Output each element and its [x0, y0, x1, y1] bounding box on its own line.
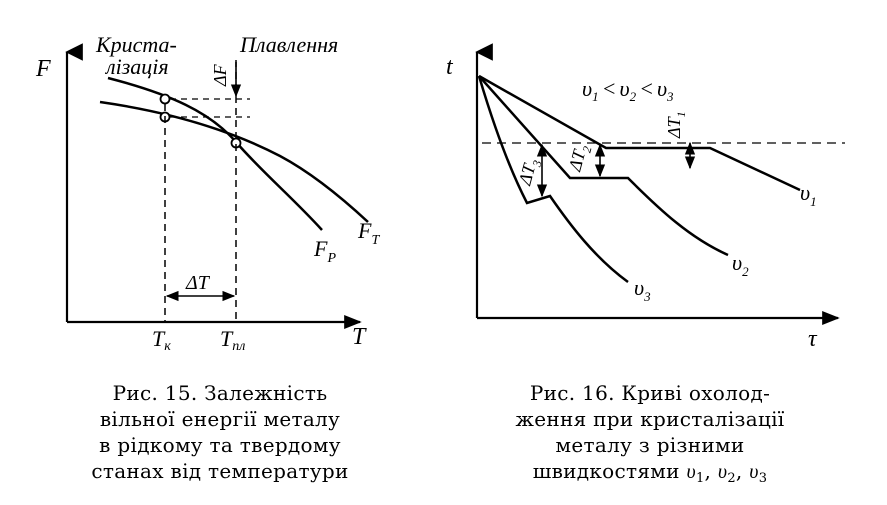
fig15-axis-x-label: T	[352, 324, 367, 350]
fig15-point-upper	[159, 93, 171, 105]
fig16-curve-v3-label: υ3	[634, 275, 651, 304]
fig16-axis-x-label: τ	[808, 326, 818, 352]
fig15-curve-liquid	[107, 76, 323, 231]
fig16-caption: Рис. 16. Криві охолод- ження при кристал…	[460, 380, 840, 492]
fig15-caption-line: в рідкому та твердому	[99, 433, 341, 457]
fig15-label-crystallization-1: Криста-	[95, 32, 177, 57]
fig16-caption-line: металу з різними	[555, 433, 745, 457]
fig15-curve-liquid-label: FP	[313, 236, 336, 266]
fig15-caption-line: Рис. 15. Залежність	[112, 381, 328, 405]
fig15-axis-y-label: F	[35, 56, 51, 82]
fig16-relation: υ1<υ2<υ3	[582, 76, 674, 104]
fig16-dt2-label: ΔT2	[564, 142, 594, 175]
fig16-curve-v2-label: υ2	[732, 250, 749, 279]
fig15-delta-f-label: ΔF	[210, 63, 230, 87]
fig16-curve-v1-label: υ1	[800, 180, 817, 209]
fig16-dt1-label: ΔT1	[664, 111, 688, 139]
fig16-curve-v1	[478, 74, 801, 192]
fig16-caption-line: ження при кристалізації	[515, 407, 785, 431]
fig15-tick-tpl: Tпл	[220, 326, 245, 354]
fig16-dt3-label: ΔT3	[514, 156, 544, 189]
fig15-curve-solid	[99, 100, 369, 223]
fig15-label-melting: Плавлення	[239, 32, 338, 57]
figure-15: F T ΔF ΔT Криста- лізація Плавлення Tк T…	[35, 32, 380, 354]
fig15-curve-solid-label: FT	[357, 218, 380, 248]
fig15-caption-line: вільної енергії металу	[99, 407, 341, 431]
fig16-axis-y-label: t	[446, 54, 454, 80]
figure-16: t τ υ1<υ2<υ3 ΔT1 ΔT2 ΔT3 υ1 υ2 υ3	[446, 43, 845, 352]
fig16-caption-line: Рис. 16. Криві охолод-	[529, 381, 771, 405]
fig15-delta-t-label: ΔT	[185, 272, 211, 294]
fig16-curve-v2	[478, 75, 729, 257]
fig16-curve-v3	[477, 75, 629, 284]
fig15-tick-tk: Tк	[152, 326, 171, 354]
fig16-caption-last-line: швидкостями υ1, υ2, υ3	[532, 459, 768, 486]
fig15-label-crystallization-2: лізація	[104, 54, 169, 79]
fig15-caption: Рис. 15. Залежність вільної енергії мета…	[40, 380, 400, 484]
fig15-caption-line: станах від температури	[91, 459, 349, 483]
